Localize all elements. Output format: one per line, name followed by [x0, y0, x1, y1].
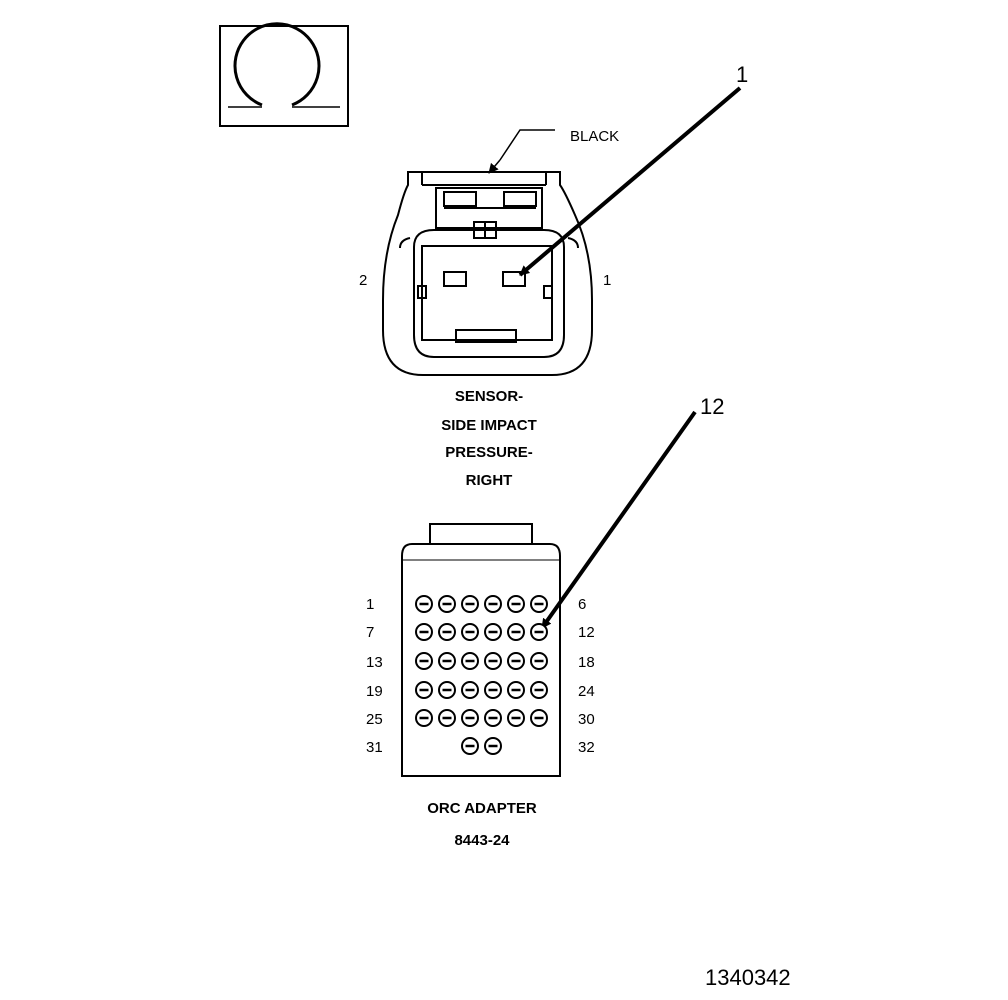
row-left-label-5: 25 [366, 711, 383, 728]
sensor-pin-label-right: 1 [603, 272, 611, 289]
female-terminal-view-icon [219, 22, 349, 127]
adapter-title-line-2: 8443-24 [454, 832, 510, 849]
sensor-title-line-4: RIGHT [466, 472, 513, 489]
row-right-label-1: 6 [578, 596, 586, 613]
row-left-label-6: 31 [366, 739, 383, 756]
callout-1-label: 1 [736, 62, 748, 87]
row-right-label-4: 24 [578, 683, 595, 700]
row-left-label-4: 19 [366, 683, 383, 700]
callout-12-label: 12 [700, 394, 724, 419]
sensor-title-line-3: PRESSURE- [445, 444, 533, 461]
sensor-title-line-1: SENSOR- [455, 388, 523, 405]
sensor-pin-label-left: 2 [359, 272, 367, 289]
sensor-pin-slots [454, 278, 515, 280]
sensor-pin-1 [513, 278, 515, 280]
sensor-pin-2 [454, 278, 456, 280]
sensor-title-line-2: SIDE IMPACT [441, 417, 537, 434]
orc-adapter-body [401, 523, 561, 777]
adapter-pin-grid [415, 595, 548, 755]
row-right-label-2: 12 [578, 624, 595, 641]
adapter-title-line-1: ORC ADAPTER [427, 800, 537, 817]
callout-12-arrow [540, 410, 697, 630]
callout-1-arrow [518, 86, 742, 277]
row-left-label-2: 7 [366, 624, 374, 641]
row-left-label-1: 1 [366, 596, 374, 613]
row-left-label-3: 13 [366, 654, 383, 671]
row-right-label-6: 32 [578, 739, 595, 756]
row-right-label-3: 18 [578, 654, 595, 671]
row-right-label-5: 30 [578, 711, 595, 728]
sensor-connector [382, 171, 593, 376]
figure-id: 1340342 [705, 965, 791, 990]
color-label: BLACK [570, 128, 619, 145]
color-leader [488, 129, 555, 174]
